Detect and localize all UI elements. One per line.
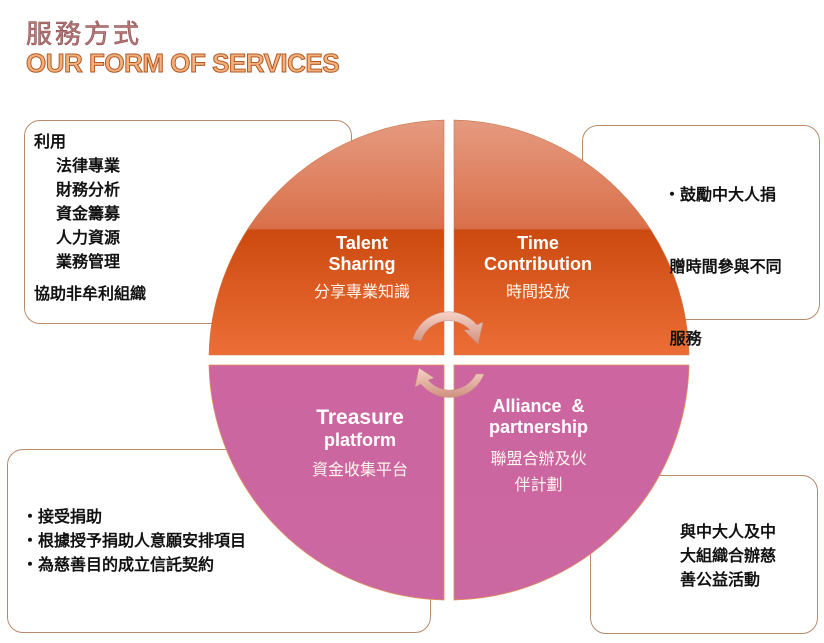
treasure-item: ・根據授予捐助人意願安排項目 [22,531,247,550]
label-treasure-platform: Treasure platform 資金收集平台 [280,406,440,483]
quadrant-treasure-platform[interactable] [208,364,445,601]
alliance-line: 大組織合辦慈 [680,546,777,565]
alliance-line: 善公益活動 [680,570,761,589]
talent-item: 法律專業 [56,156,121,175]
talent-title-zh: 分享專業知識 [313,282,410,301]
alliance-details-text: 與中大人及中 大組織合辦慈 善公益活動 [680,520,776,592]
talent-item: 資金籌募 [56,204,121,223]
treasure-title-line1: Treasure [316,406,404,429]
treasure-details-text: ・接受捐助 ・根據授予捐助人意願安排項目 ・為慈善目的成立信託契約 [22,505,246,577]
alliance-line: 與中大人及中 [680,522,777,541]
quadrant-alliance-partnership[interactable] [453,364,690,601]
alliance-title-line2: partnership [488,417,589,437]
quadrant-talent-sharing[interactable] [208,119,445,356]
label-talent-sharing: Talent Sharing 分享專業知識 [282,233,442,305]
talent-item: 財務分析 [56,180,121,199]
time-title-line1: Time [517,233,559,253]
talent-heading: 利用 [34,132,67,151]
talent-item: 人力資源 [56,228,121,247]
talent-footer: 協助非牟利組織 [34,284,147,303]
alliance-title-zh-line1: 聯盟合辦及伙 [490,449,587,468]
time-title-line2: Contribution [484,254,592,274]
page-title-zh: 服務方式 [26,20,143,51]
time-line: ・鼓勵中大人捐 [664,185,777,204]
treasure-item: ・為慈善目的成立信託契約 [22,555,215,574]
time-title-zh: 時間投放 [505,282,570,301]
time-line: 贈時間參與不同 [664,257,782,276]
talent-title-line1: Talent [336,233,388,253]
time-details-text: ・鼓勵中大人捐 贈時間參與不同 服務 [664,135,782,375]
alliance-title-zh-line2: 伴計劃 [514,475,563,494]
talent-details-text: 利用 法律專業 財務分析 資金籌募 人力資源 業務管理 協助非牟利組織 [34,130,146,306]
alliance-title-line1: Alliance & [492,396,585,416]
quadrant-time-contribution[interactable] [453,119,690,356]
label-time-contribution: Time Contribution 時間投放 [458,233,618,305]
time-line: 服務 [664,329,702,348]
box-alliance-details [590,475,818,634]
treasure-item: ・接受捐助 [22,507,103,526]
page-title-en: OUR FORM OF SERVICES [25,48,340,79]
treasure-title-line2: platform [324,430,396,450]
talent-item: 業務管理 [56,252,121,271]
label-alliance-partnership: Alliance & partnership 聯盟合辦及伙 伴計劃 [456,396,621,498]
talent-title-line2: Sharing [328,254,396,274]
treasure-title-zh: 資金收集平台 [311,460,408,479]
